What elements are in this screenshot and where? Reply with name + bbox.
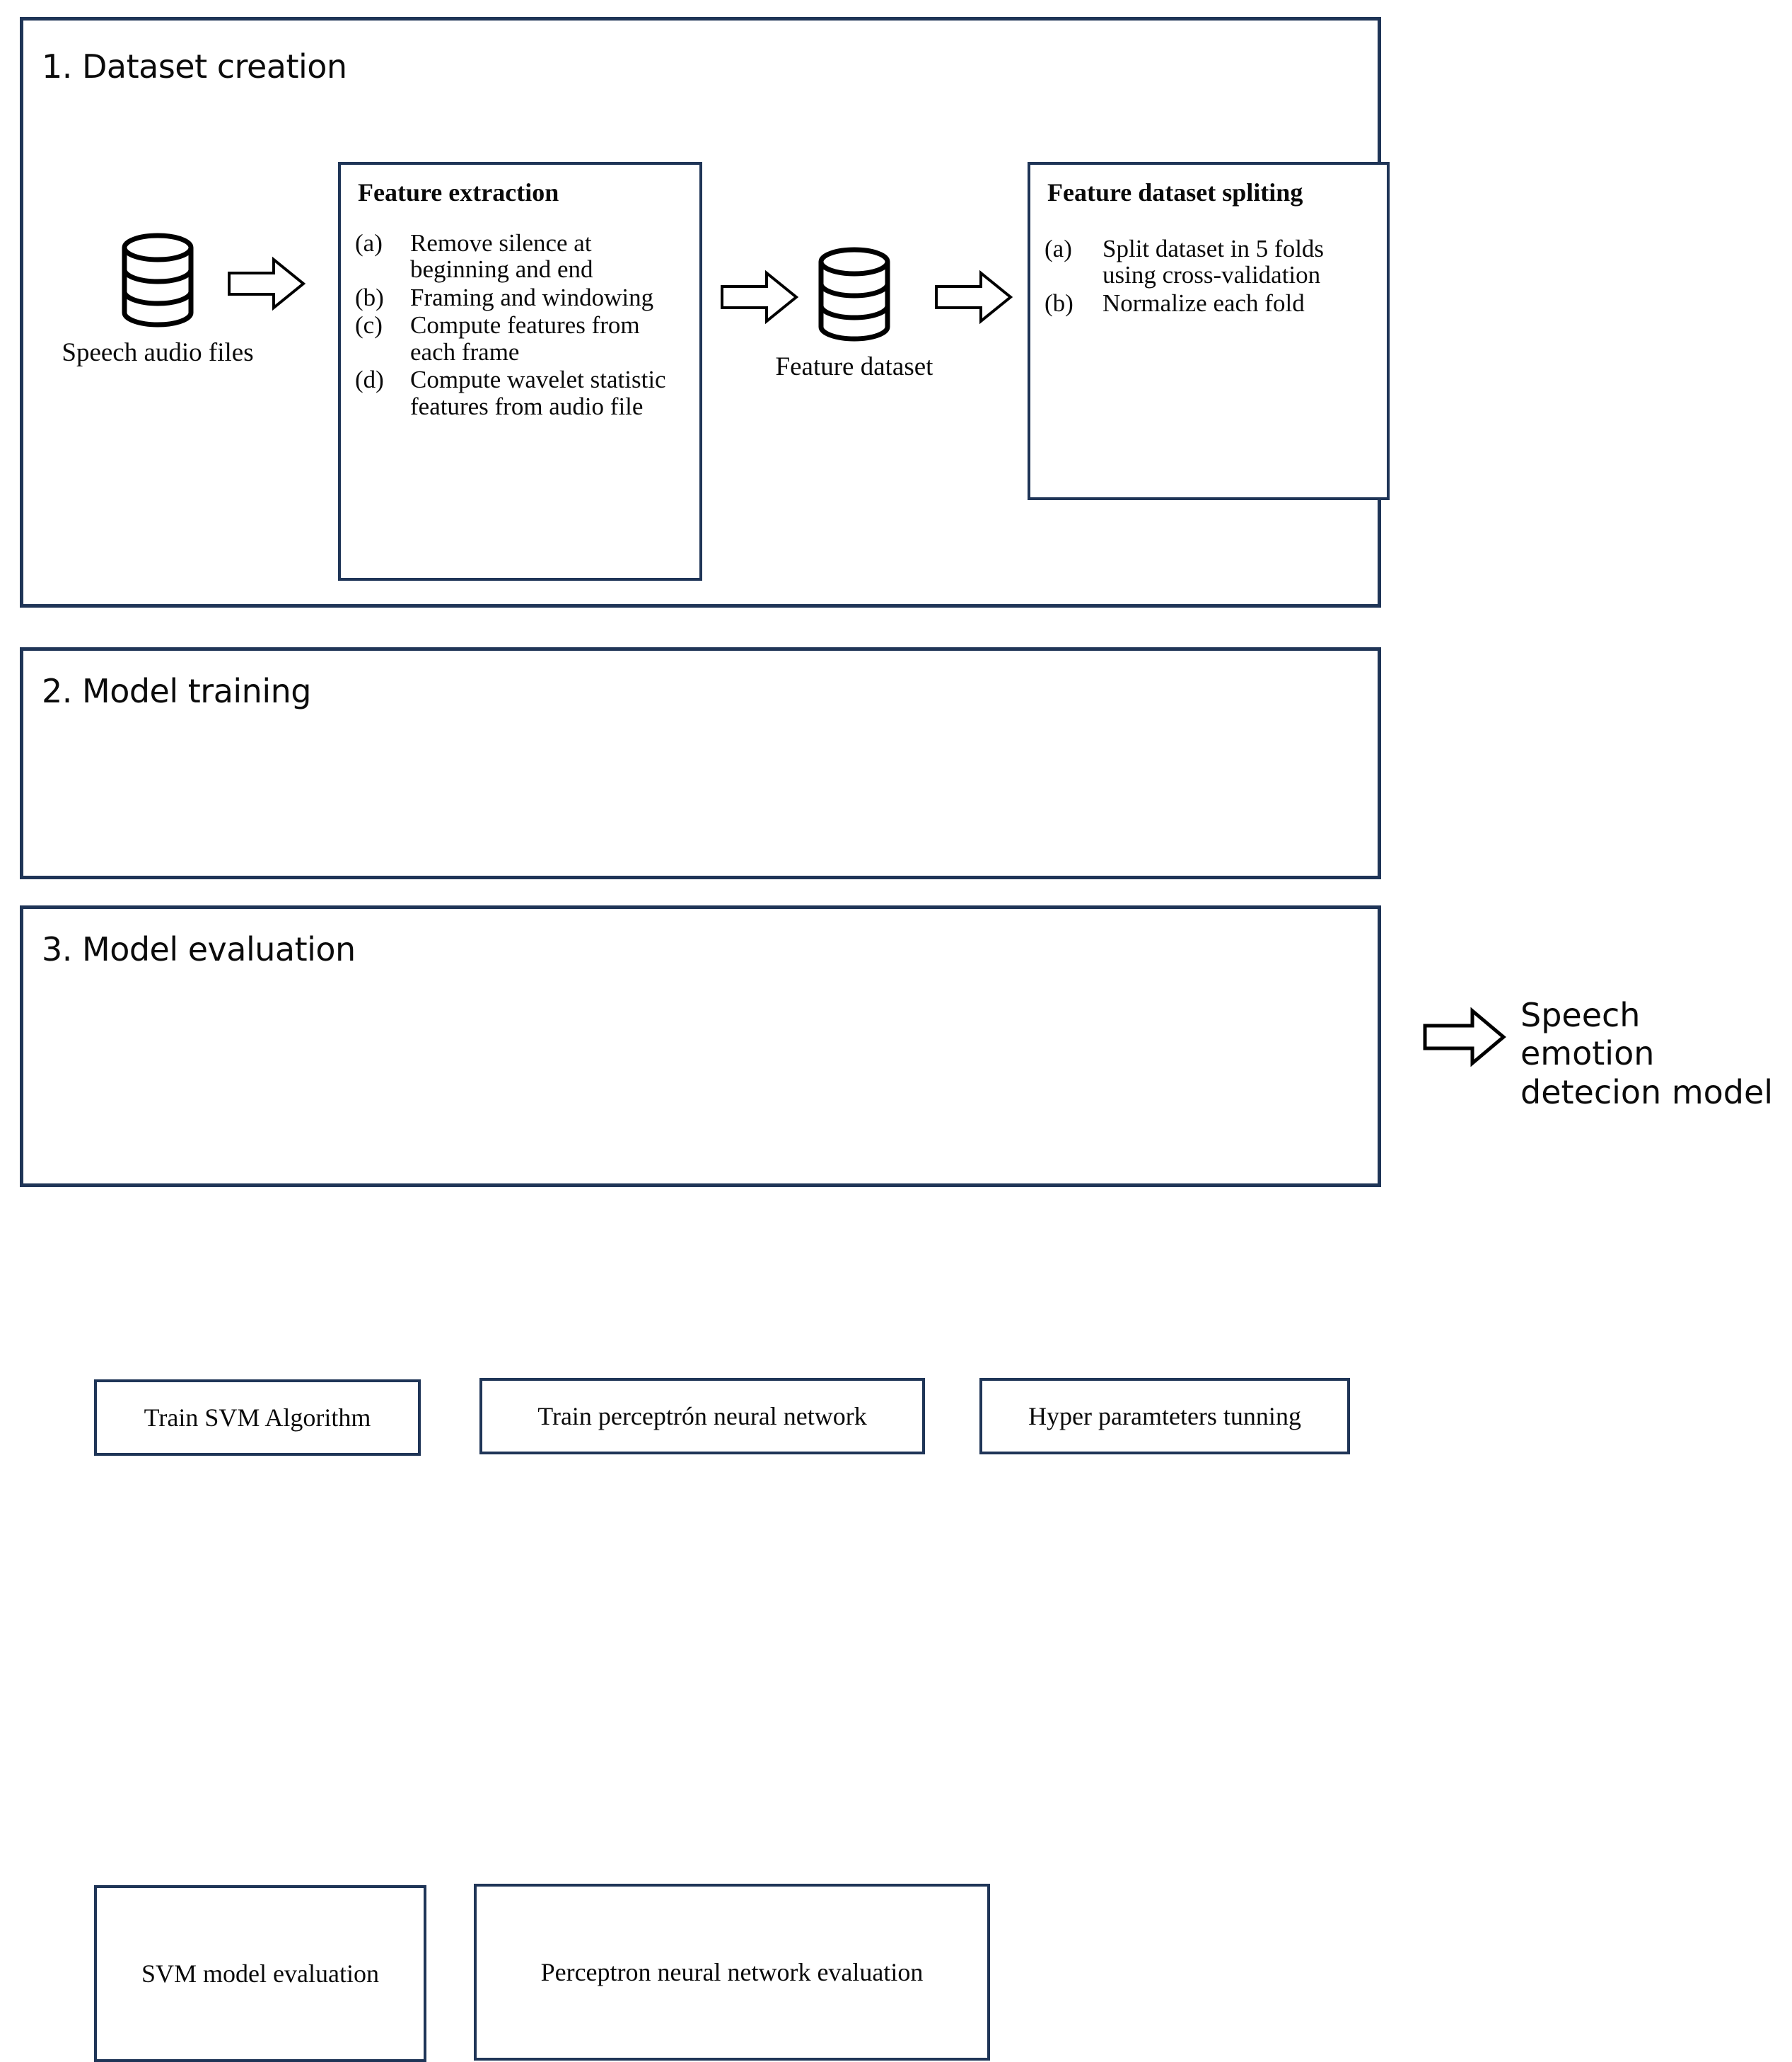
perceptron-evaluation-box: Perceptron neural network evaluation bbox=[474, 1884, 990, 2061]
feature-dataset-spliting-list: (a) Split dataset in 5 folds using cross… bbox=[1045, 236, 1384, 318]
arrow-speech-to-extraction bbox=[227, 256, 306, 315]
list-text: Compute wavelet statistic features from … bbox=[410, 366, 666, 420]
database-cylinder-icon bbox=[122, 233, 194, 328]
stage-1-title: 1. Dataset creation bbox=[42, 47, 347, 86]
hyper-parameters-tunning-box: Hyper paramteters tunning bbox=[979, 1378, 1350, 1454]
stage-2-title: 2. Model training bbox=[42, 672, 311, 710]
block-arrow-right-icon bbox=[1423, 1007, 1506, 1067]
speech-audio-files-label: Speech audio files bbox=[62, 338, 254, 367]
list-item: (a) Split dataset in 5 folds using cross… bbox=[1045, 236, 1384, 289]
list-item: (b) Normalize each fold bbox=[1045, 289, 1384, 317]
speech-emotion-detection-model-output: Speech emotion detecion model bbox=[1520, 996, 1782, 1111]
list-item: (b) Framing and windowing bbox=[355, 284, 687, 311]
output-model-label-line1: Speech emotion bbox=[1520, 996, 1655, 1073]
train-svm-label: Train SVM Algorithm bbox=[144, 1403, 371, 1432]
block-arrow-right-icon bbox=[721, 270, 799, 325]
output-model-label-line2: detecion model bbox=[1520, 1072, 1774, 1111]
block-arrow-right-icon bbox=[935, 270, 1013, 325]
feature-dataset-node: Feature dataset bbox=[748, 247, 960, 382]
arrow-extraction-to-dataset bbox=[720, 270, 799, 328]
stage-model-training: 2. Model training Train SVM Algorithm Tr… bbox=[20, 647, 1381, 1456]
speech-audio-files-node: Speech audio files bbox=[41, 233, 274, 368]
feature-extraction-panel: Feature extraction (a) Remove silence at… bbox=[338, 162, 702, 581]
list-marker: (a) bbox=[1045, 235, 1072, 262]
arrow-dataset-to-spliting bbox=[934, 270, 1013, 328]
database-cylinder-icon bbox=[818, 247, 890, 342]
list-marker: (c) bbox=[355, 311, 383, 340]
feature-dataset-spliting-heading: Feature dataset spliting bbox=[1047, 178, 1303, 207]
feature-extraction-heading: Feature extraction bbox=[358, 178, 559, 207]
list-text: Remove silence at beginning and end bbox=[410, 229, 593, 284]
svm-model-evaluation-box: SVM model evaluation bbox=[94, 1885, 426, 2062]
list-marker: (b) bbox=[1045, 289, 1074, 317]
block-arrow-right-icon bbox=[228, 256, 306, 311]
list-marker: (d) bbox=[355, 366, 384, 394]
list-text: Framing and windowing bbox=[410, 283, 654, 311]
feature-extraction-list: (a) Remove silence at beginning and end … bbox=[355, 230, 687, 421]
list-item: (a) Remove silence at beginning and end bbox=[355, 230, 687, 283]
list-text: Split dataset in 5 folds using cross-val… bbox=[1102, 235, 1325, 289]
stage-model-evaluation: 3. Model evaluation SVM model evaluation… bbox=[20, 905, 1381, 2062]
arrow-to-output-model bbox=[1423, 1007, 1506, 1070]
stage-dataset-creation: 1. Dataset creation Speech audio files F… bbox=[20, 17, 1390, 608]
list-text: Normalize each fold bbox=[1102, 289, 1305, 317]
train-perceptron-box: Train perceptrón neural network bbox=[479, 1378, 925, 1454]
output-model-label: Speech emotion detecion model bbox=[1520, 996, 1782, 1111]
stage-3-title: 3. Model evaluation bbox=[42, 930, 356, 968]
list-item: (c) Compute features from each frame bbox=[355, 312, 687, 365]
list-marker: (b) bbox=[355, 283, 384, 311]
feature-dataset-label: Feature dataset bbox=[775, 352, 933, 381]
list-text: Compute features from each frame bbox=[410, 311, 640, 366]
list-item: (d) Compute wavelet statistic features f… bbox=[355, 366, 687, 419]
perceptron-evaluation-label: Perceptron neural network evaluation bbox=[540, 1958, 924, 1986]
hyper-parameters-tunning-label: Hyper paramteters tunning bbox=[1028, 1402, 1301, 1430]
svm-model-evaluation-label: SVM model evaluation bbox=[141, 1959, 379, 1988]
train-svm-box: Train SVM Algorithm bbox=[94, 1379, 421, 1456]
feature-dataset-spliting-panel: Feature dataset spliting (a) Split datas… bbox=[1028, 162, 1390, 500]
train-perceptron-label: Train perceptrón neural network bbox=[537, 1402, 867, 1430]
list-marker: (a) bbox=[355, 229, 383, 257]
